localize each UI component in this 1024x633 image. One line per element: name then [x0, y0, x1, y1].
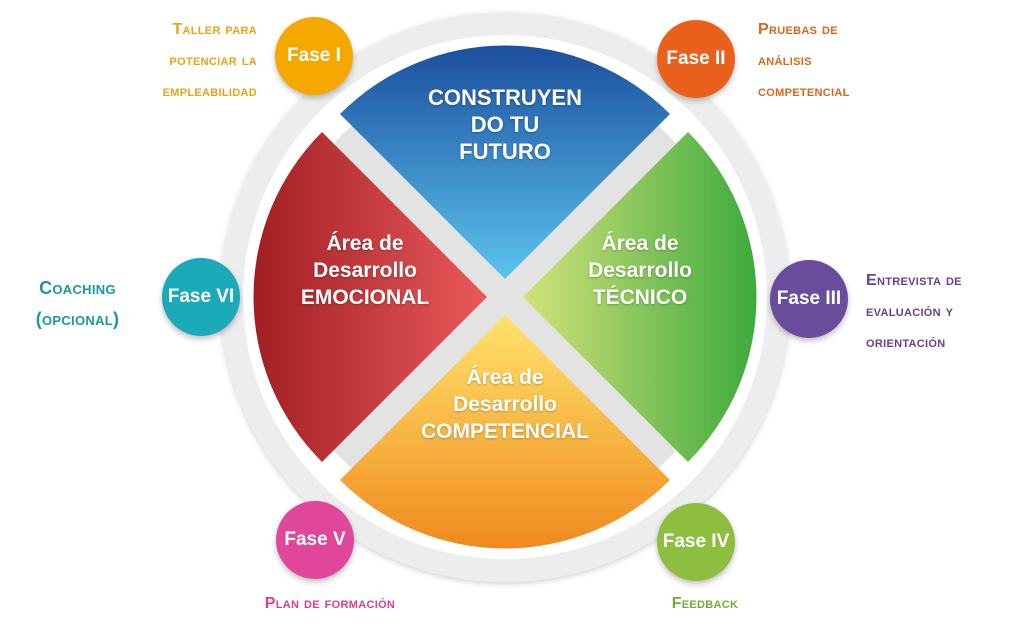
phase-3-description: Entrevista de evaluación y orientación	[866, 272, 962, 351]
phase-6-description: Coaching (opcional)	[35, 278, 120, 329]
sector-bottom-competencial	[340, 315, 670, 549]
sector-top-future	[340, 45, 670, 279]
sector-right-label: Área de Desarrollo TÉCNICO	[588, 232, 692, 309]
sector-left-label: Área de Desarrollo EMOCIONAL	[300, 232, 430, 309]
phase-1-description: Taller para potenciar la empleabilidad	[162, 21, 257, 100]
sector-top-label: CONSTRUYEN DO TU FUTURO	[427, 85, 582, 164]
phase-2-description: Pruebas de análisis competencial	[758, 21, 850, 100]
phase-4-circle: Fase IV	[657, 503, 735, 581]
sector-backdrop	[275, 67, 735, 527]
phase-5-description: Plan de formación	[264, 595, 396, 612]
phase-2-circle: Fase II	[657, 20, 735, 98]
phase-5-circle: Fase V	[276, 501, 354, 579]
phase-1-circle: Fase I	[275, 17, 353, 95]
phase-4-description: Feedback	[671, 595, 739, 612]
sector-bottom-label: Área de Desarrollo COMPETENCIAL	[421, 366, 589, 443]
phase-6-circle: Fase VI	[162, 258, 240, 336]
sector-left-emotional	[253, 132, 487, 462]
phase-3-circle: Fase III	[770, 260, 848, 338]
sector-right-technical	[523, 132, 757, 462]
